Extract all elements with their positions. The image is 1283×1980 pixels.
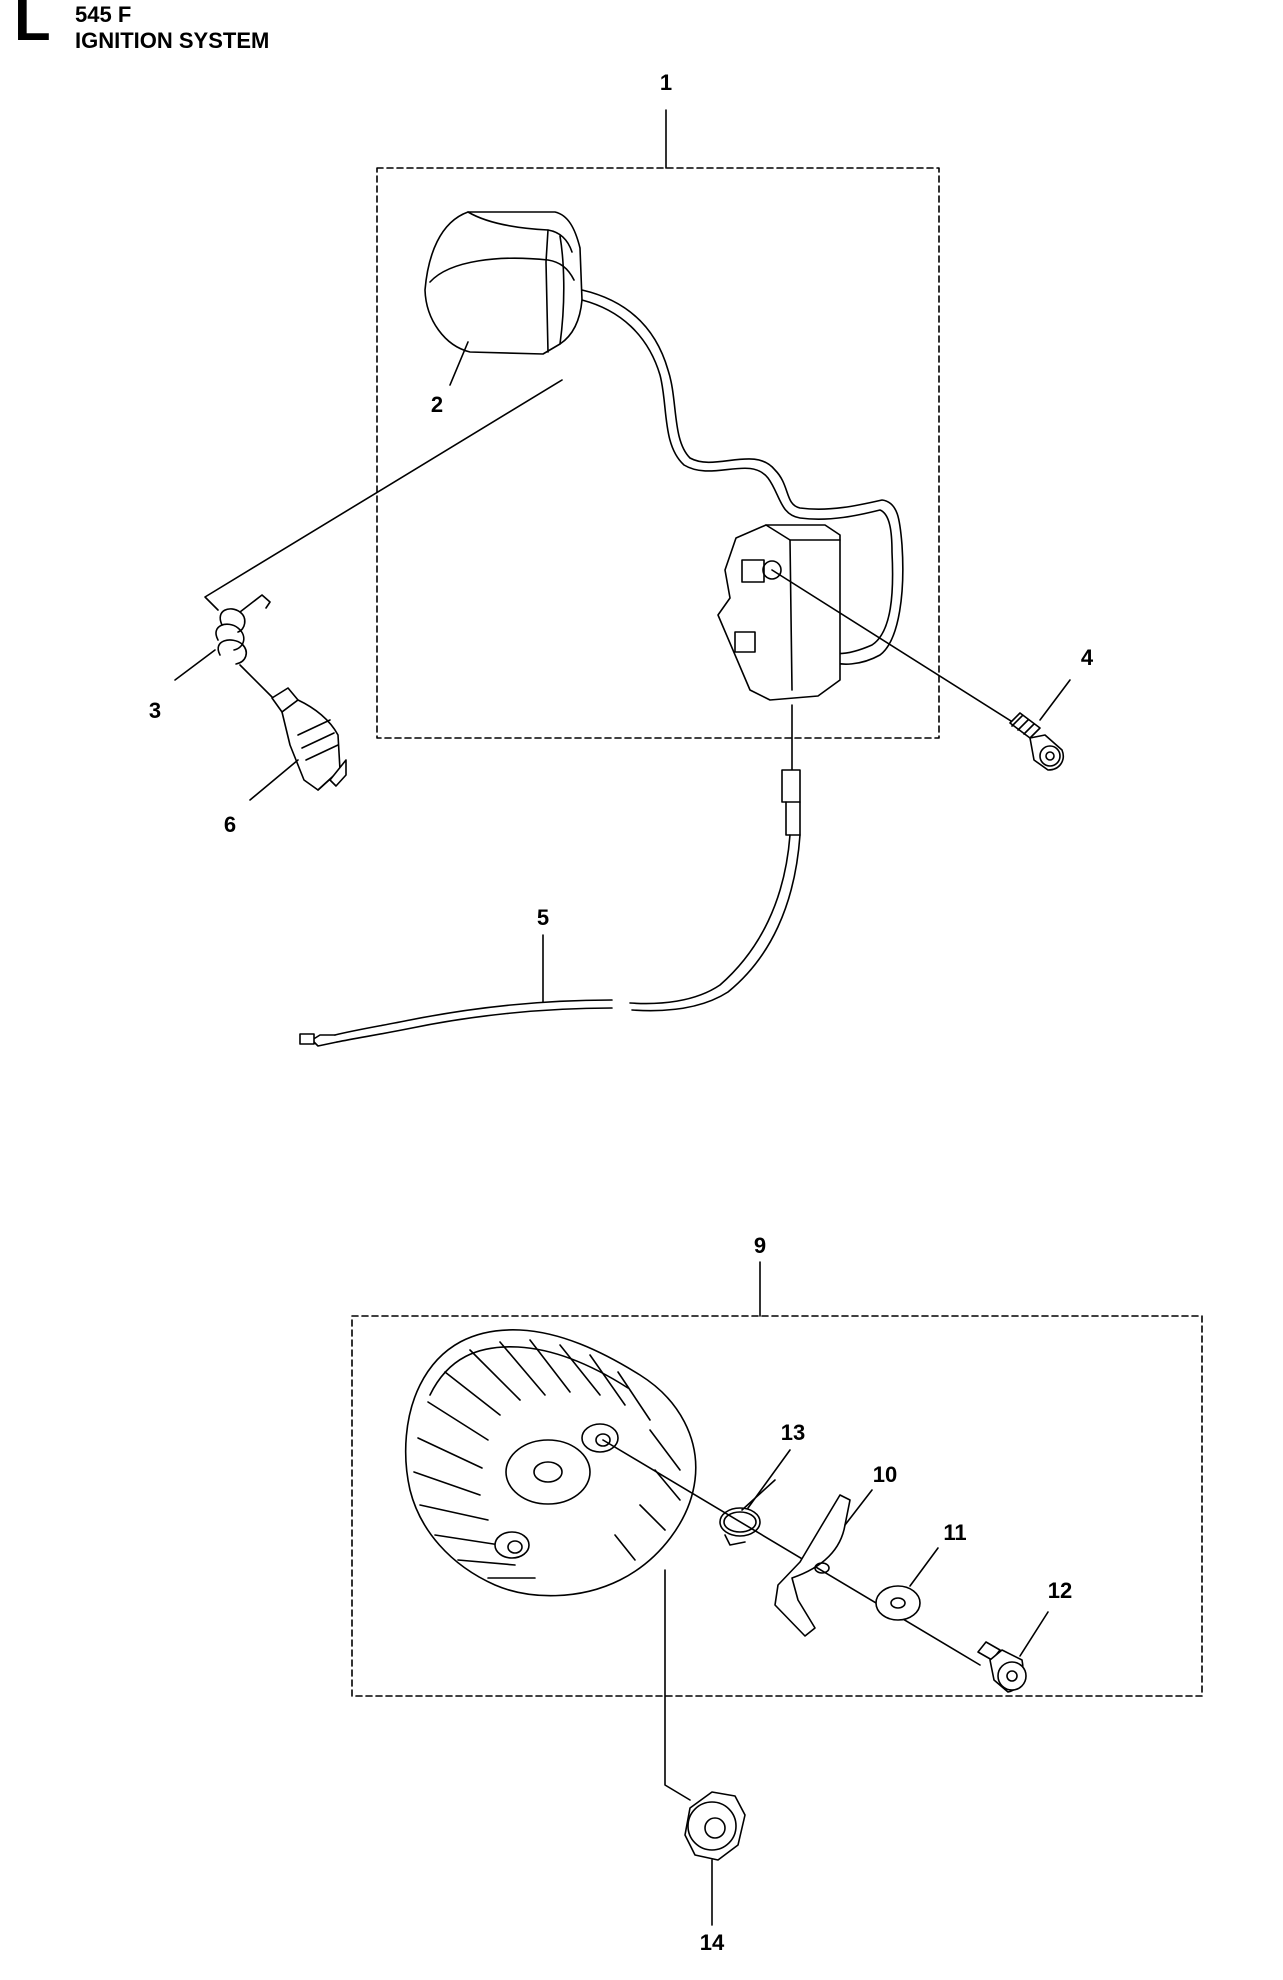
- screw-12: [977, 1641, 1027, 1693]
- callout-3: 3: [149, 698, 161, 723]
- callout-12: 12: [1048, 1578, 1072, 1603]
- spark-plug-cap: [424, 211, 583, 355]
- callout-14: 14: [700, 1930, 725, 1955]
- section-letter: L: [14, 0, 51, 53]
- short-circuit-cable: [299, 704, 801, 1047]
- callout-2: 2: [431, 392, 443, 417]
- screw-4: [1009, 712, 1064, 771]
- callout-5: 5: [537, 905, 549, 930]
- ring-13: [719, 1479, 776, 1546]
- washer-11: [875, 1585, 921, 1621]
- callout-9: 9: [754, 1233, 766, 1258]
- nut-14: [684, 1791, 746, 1861]
- ignition-module: [717, 524, 841, 701]
- model-name: 545 F: [75, 2, 132, 27]
- callout-1: 1: [660, 70, 672, 95]
- callout-6: 6: [224, 812, 236, 837]
- callout-10: 10: [873, 1462, 897, 1487]
- flywheel: [404, 1329, 697, 1597]
- ht-lead: [581, 289, 904, 665]
- spark-plug-6: [239, 664, 347, 791]
- kit-1-boundary: [376, 167, 940, 739]
- callout-11: 11: [943, 1520, 966, 1545]
- section-title: IGNITION SYSTEM: [75, 28, 270, 53]
- kit-9-boundary: [351, 1315, 1203, 1697]
- pawl-10: [774, 1494, 851, 1637]
- spring-3: [215, 594, 271, 665]
- callout-13: 13: [781, 1420, 805, 1445]
- callout-4: 4: [1081, 645, 1094, 670]
